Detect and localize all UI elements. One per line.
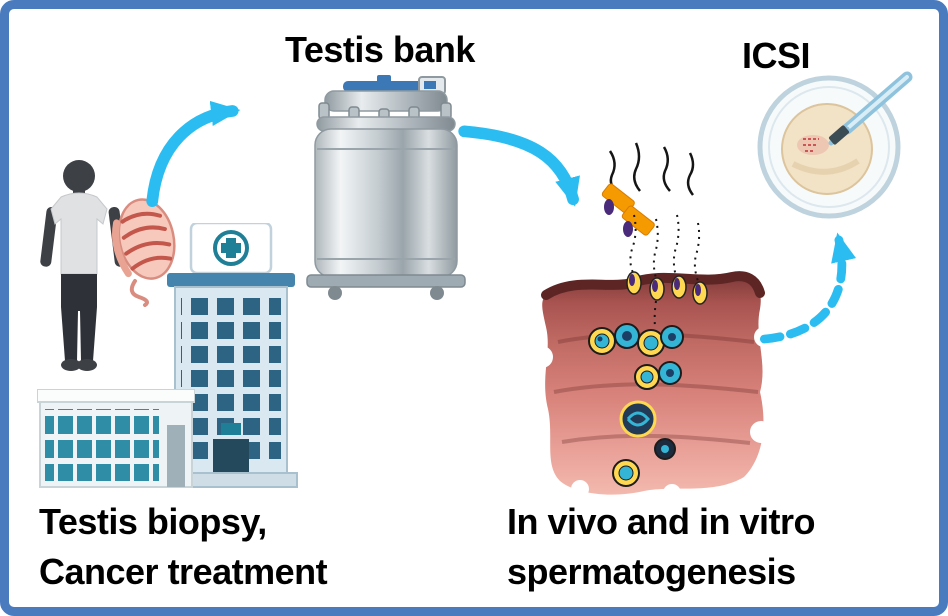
icsi-pipette — [828, 71, 913, 146]
hospital-entrance — [213, 439, 249, 473]
patient-boy-silhouette — [40, 160, 126, 371]
spermatogenic-cells — [588, 323, 684, 487]
vas-deferens — [129, 279, 149, 307]
boy-shirt — [50, 192, 108, 275]
icsi-dish — [757, 71, 913, 219]
cryogenic-tank — [306, 75, 466, 300]
spermatogenesis-label-line2: spermatogenesis — [507, 550, 796, 592]
oocyte-marking — [803, 138, 819, 152]
arrow-biopsy-to-bank — [146, 100, 241, 208]
boy-head — [63, 160, 95, 192]
biopsy-label-line1: Testis biopsy, — [39, 501, 267, 542]
boy-pants — [61, 274, 97, 361]
seminiferous-tubule — [531, 142, 774, 502]
medical-cross-icon — [221, 238, 241, 258]
sperm-cells — [601, 142, 708, 328]
hospital-building — [162, 223, 298, 488]
clinic-door — [167, 425, 185, 487]
clinic-building — [37, 389, 195, 488]
biopsy-label-line2: Cancer treatment — [39, 550, 328, 592]
icsi-label: ICSI — [741, 35, 811, 76]
spermatogenesis-label-line1: In vivo and in vitro — [507, 501, 816, 542]
tank-base — [306, 274, 466, 288]
tank-lid — [324, 90, 448, 112]
epididymis — [112, 219, 132, 278]
testis-bank-label: Testis bank — [285, 29, 475, 70]
testis-illustration — [112, 198, 176, 307]
spermatogenesis-label: In vivo and in vitro spermatogenesis — [507, 497, 816, 596]
tank-body — [314, 128, 458, 278]
tank-handle — [343, 81, 429, 92]
biopsy-label: Testis biopsy, Cancer treatment — [39, 497, 328, 596]
